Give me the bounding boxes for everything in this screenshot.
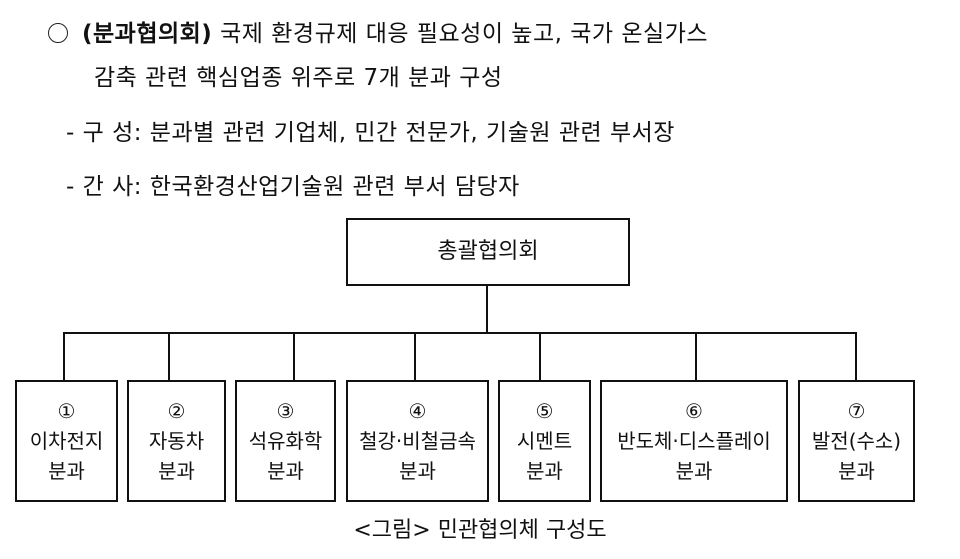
child-node-7: ⑦ 발전(수소) 분과 (798, 380, 915, 502)
node-number: ⑤ (535, 399, 554, 423)
node-sub: 분과 (267, 459, 304, 483)
node-name: 철강·비철금속 (359, 429, 476, 453)
connector-child (539, 332, 541, 381)
node-sub: 분과 (158, 459, 195, 483)
connector-child (168, 332, 170, 381)
figure-caption: <그림> 민관협의체 구성도 (353, 518, 607, 543)
paragraph-line-1: (분과협의회) 국제 환경규제 대응 필요성이 높고, 국가 온실가스 (48, 14, 708, 48)
node-number: ② (167, 399, 186, 423)
node-name: 자동차 (148, 429, 205, 453)
node-name: 시멘트 (516, 429, 573, 453)
connector-child (695, 332, 697, 381)
node-sub: 분과 (526, 459, 563, 483)
connector-horizontal (63, 332, 857, 334)
connector-child (855, 332, 857, 381)
composition-line: - 구 성: 분과별 관련 기업체, 민간 전문가, 기술원 관련 부서장 (66, 120, 675, 146)
node-sub: 분과 (48, 459, 85, 483)
node-number: ③ (276, 399, 295, 423)
node-name: 석유화학 (248, 429, 323, 453)
section-text: 국제 환경규제 대응 필요성이 높고, 국가 온실가스 (212, 21, 709, 47)
connector-child (63, 332, 65, 381)
paragraph-line-2: 감축 관련 핵심업종 위주로 7개 분과 구성 (94, 65, 503, 91)
node-name: 발전(수소) (811, 429, 902, 453)
section-label: (분과협의회) (82, 21, 213, 47)
node-number: ⑥ (685, 399, 703, 423)
node-sub: 분과 (838, 459, 875, 483)
node-number: ④ (408, 399, 427, 423)
circle-bullet-icon (48, 22, 68, 43)
secretary-line: - 간 사: 한국환경산업기술원 관련 부서 담당자 (66, 174, 520, 200)
connector-child (414, 332, 416, 381)
root-node: 총괄협의회 (346, 218, 630, 286)
node-number: ⑦ (847, 399, 866, 423)
node-sub: 분과 (675, 459, 713, 483)
connector-root (486, 285, 488, 334)
node-name: 이차전지 (29, 429, 104, 453)
node-sub: 분과 (399, 459, 436, 483)
node-number: ① (57, 399, 76, 423)
node-name: 반도체·디스플레이 (617, 429, 771, 453)
root-node-label: 총괄협의회 (437, 239, 539, 264)
connector-child (293, 332, 295, 381)
